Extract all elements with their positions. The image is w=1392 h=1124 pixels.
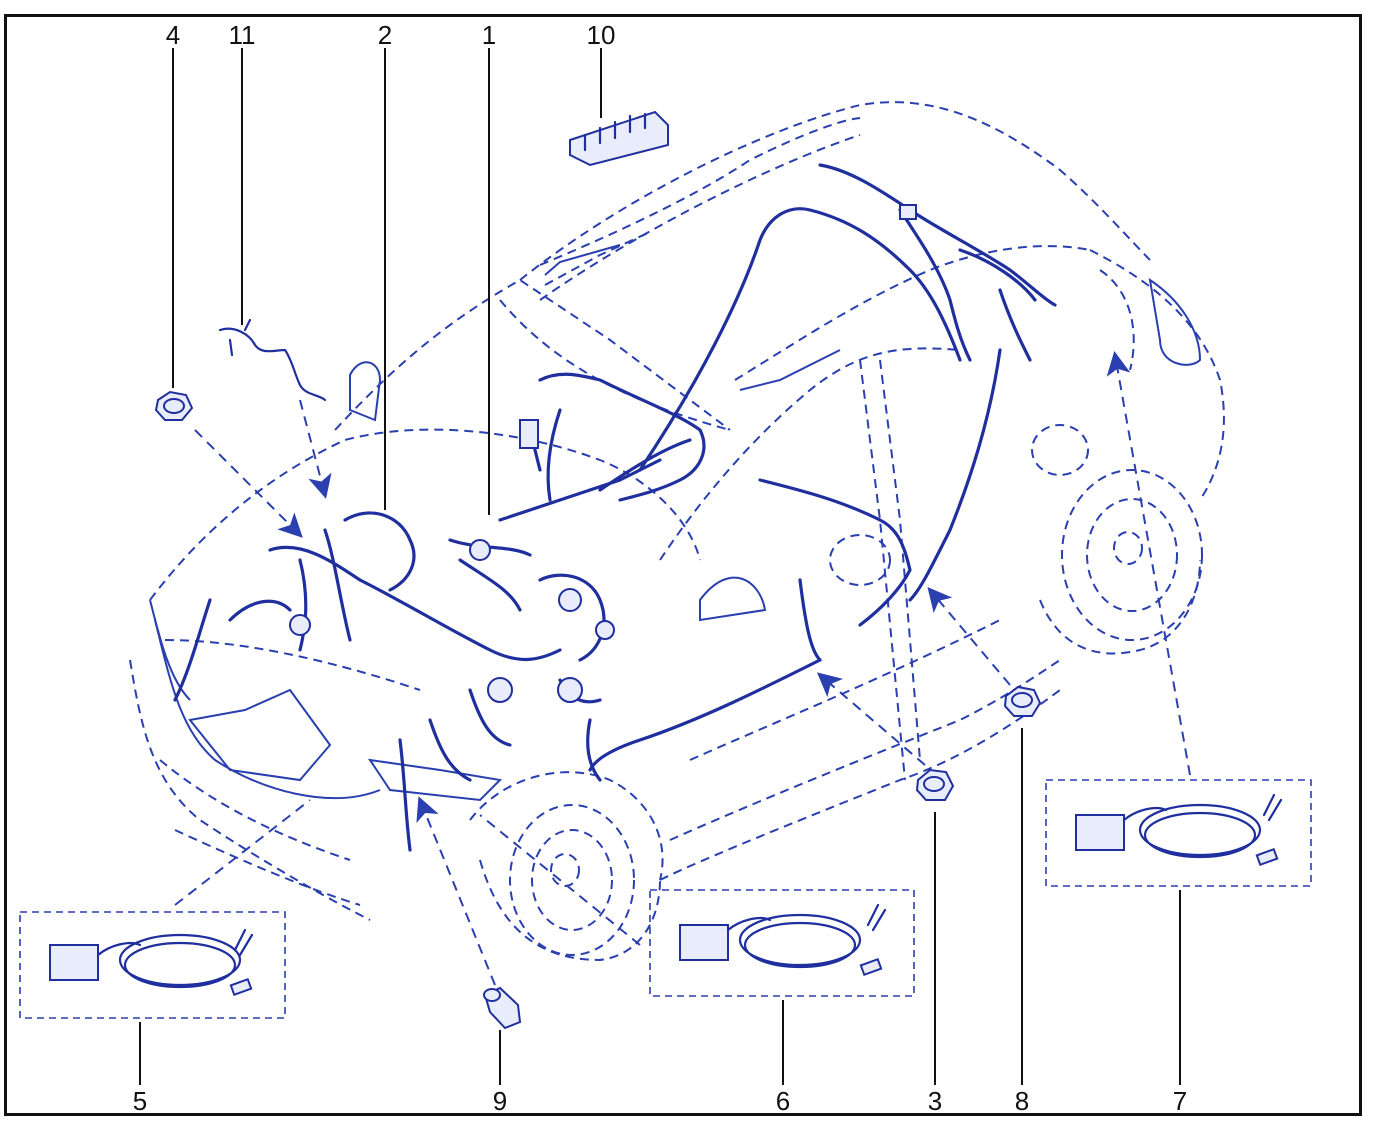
callout-5: 5 — [133, 1086, 147, 1116]
callout-6: 6 — [776, 1086, 790, 1116]
callout-3: 3 — [928, 1086, 942, 1116]
wiring-harness — [173, 163, 1057, 852]
kit-box-5 — [19, 911, 286, 1019]
diagram-frame — [4, 14, 1362, 1116]
callout-8: 8 — [1015, 1086, 1029, 1116]
callout-4: 4 — [166, 20, 180, 50]
callout-labels: 4 11 2 1 10 5 9 6 3 8 7 — [133, 20, 1187, 1116]
part-4-nut — [154, 390, 194, 421]
part-9-bolt — [483, 986, 522, 1030]
callout-7: 7 — [1173, 1086, 1187, 1116]
part-3-nut — [915, 768, 955, 801]
callout-11: 11 — [229, 20, 256, 50]
callout-2: 2 — [378, 20, 392, 50]
part-11-harness — [218, 318, 327, 402]
part-8-nut — [1003, 685, 1042, 717]
callout-1: 1 — [482, 20, 496, 50]
callout-9: 9 — [493, 1086, 507, 1116]
kit-box-7 — [1045, 779, 1312, 887]
callout-10: 10 — [587, 20, 616, 50]
leader-lines — [139, 48, 1181, 1085]
car-body-outline — [129, 101, 1225, 962]
kit-box-6 — [649, 889, 915, 997]
install-arrows — [174, 351, 1191, 986]
part-10-fuse-block — [569, 110, 669, 167]
